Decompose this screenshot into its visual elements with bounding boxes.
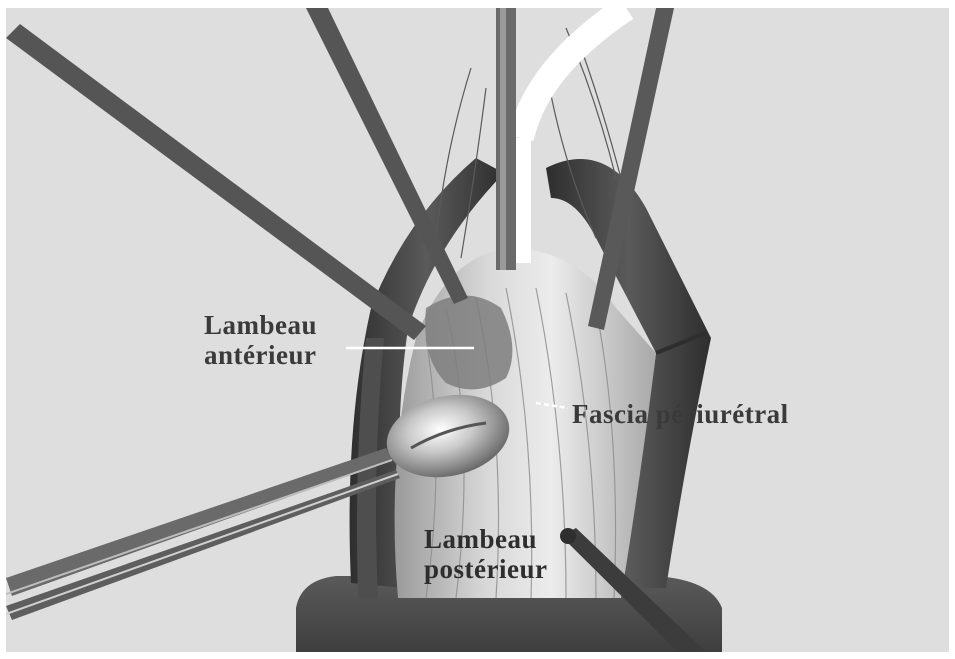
label-fascia-text: Fascia périurétral [572, 399, 789, 429]
label-posterior-flap: Lambeau postérieur [424, 524, 547, 584]
label-anterior-line2: antérieur [204, 340, 317, 370]
label-anterior-flap: Lambeau antérieur [204, 310, 317, 370]
left-retractor [6, 24, 426, 340]
label-posterior-line1: Lambeau [424, 524, 547, 554]
figure-frame: Lambeau antérieur Fascia périurétral Lam… [6, 8, 949, 652]
label-anterior-line1: Lambeau [204, 310, 317, 340]
label-fascia: Fascia périurétral [572, 399, 789, 429]
catheter [521, 8, 626, 138]
label-posterior-line2: postérieur [424, 554, 547, 584]
